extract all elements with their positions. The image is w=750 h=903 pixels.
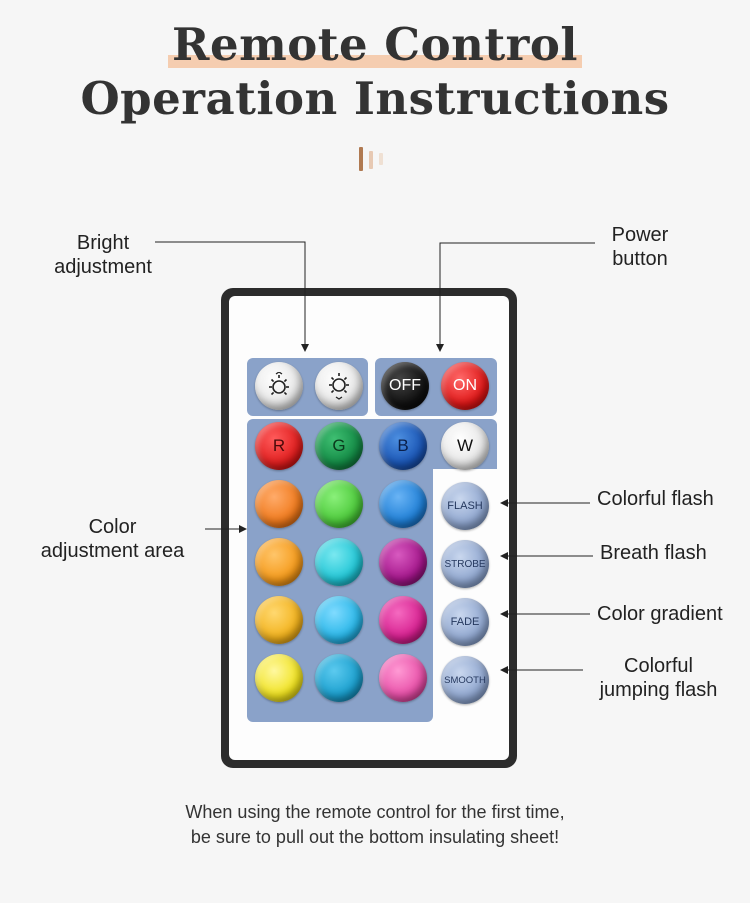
label-power-button: Power button <box>611 224 669 270</box>
color-button-amber[interactable] <box>255 596 303 644</box>
fade-button[interactable]: FADE <box>441 598 489 646</box>
color-button-purple[interactable] <box>379 538 427 586</box>
title-line-1: Remote Control <box>168 18 582 72</box>
flash-button[interactable]: FLASH <box>441 482 489 530</box>
color-button-teal-blue[interactable] <box>315 654 363 702</box>
green-button[interactable]: G <box>315 422 363 470</box>
remote-control: OFF ON R G B W FLASH STROBE FADE SMOOTH <box>221 288 517 768</box>
label-breath-flash: Breath flash <box>600 542 707 564</box>
color-button-light-blue[interactable] <box>315 596 363 644</box>
deco-bar-1 <box>359 147 363 171</box>
smooth-button[interactable]: SMOOTH <box>441 656 489 704</box>
color-button-cyan[interactable] <box>315 538 363 586</box>
color-button-light-green[interactable] <box>315 480 363 528</box>
on-button[interactable]: ON <box>441 362 489 410</box>
deco-bar-2 <box>369 151 373 169</box>
label-color-gradient: Color gradient <box>597 603 723 625</box>
color-button-orange-red[interactable] <box>255 480 303 528</box>
label-bright-adjustment: Bright adjustment <box>54 232 152 278</box>
strobe-button[interactable]: STROBE <box>441 540 489 588</box>
label-colorful-flash: Colorful flash <box>597 488 714 510</box>
off-button[interactable]: OFF <box>381 362 429 410</box>
color-button-orange[interactable] <box>255 538 303 586</box>
blue-button[interactable]: B <box>379 422 427 470</box>
title-highlight <box>168 55 582 68</box>
sun-down-icon <box>329 373 349 400</box>
color-button-magenta[interactable] <box>379 596 427 644</box>
white-button[interactable]: W <box>441 422 489 470</box>
color-button-sky-blue[interactable] <box>379 480 427 528</box>
color-button-yellow[interactable] <box>255 654 303 702</box>
footer-note: When using the remote control for the fi… <box>185 802 565 847</box>
brightness-down-button[interactable] <box>315 362 363 410</box>
remote-face: OFF ON R G B W FLASH STROBE FADE SMOOTH <box>229 296 509 760</box>
sun-up-icon <box>269 372 289 396</box>
title-line-2: Operation Instructions <box>80 72 670 125</box>
label-colorful-jumping-flash: Colorful jumping flash <box>599 655 718 701</box>
deco-bar-3 <box>379 153 383 165</box>
brightness-up-button[interactable] <box>255 362 303 410</box>
color-button-pink[interactable] <box>379 654 427 702</box>
red-button[interactable]: R <box>255 422 303 470</box>
decorative-bars <box>359 147 389 171</box>
title-block: Remote Control Operation Instructions <box>0 18 750 126</box>
label-color-adjustment-area: Color adjustment area <box>40 516 185 562</box>
